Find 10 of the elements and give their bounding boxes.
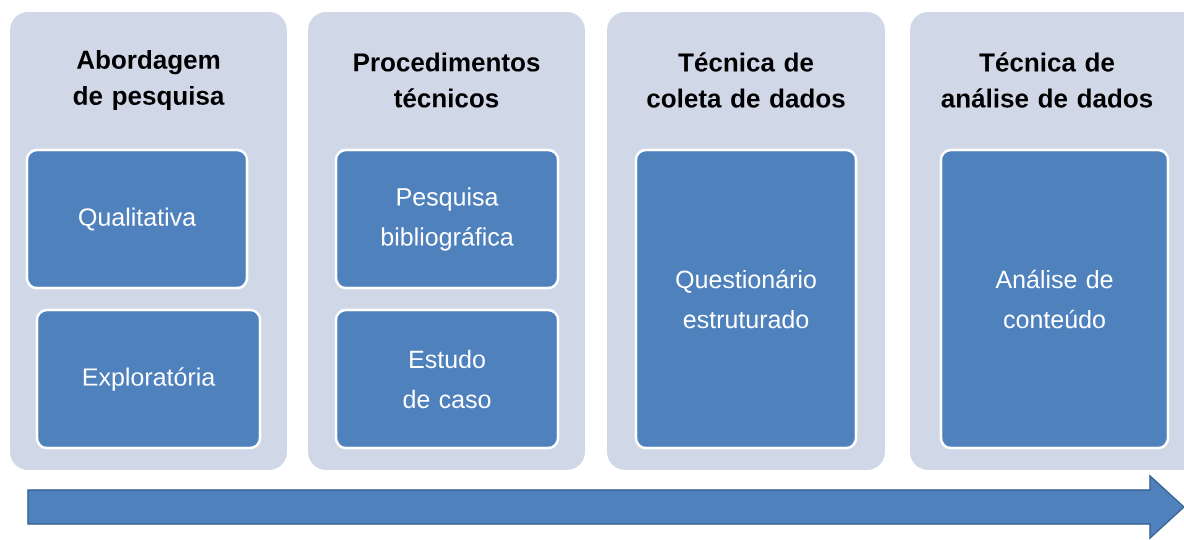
content-box: Pesquisa bibliográfica [334, 148, 560, 290]
content-box: Questionário estruturado [634, 148, 858, 450]
content-box: Estudo de caso [334, 308, 560, 450]
panel-heading: Técnica de coleta de dados [647, 52, 845, 108]
content-box: Qualitativa [25, 148, 249, 290]
panel-heading: Abordagem de pesquisa [73, 49, 225, 111]
panel-heading: Técnica de análise de dados [941, 52, 1153, 108]
content-box: Exploratória [35, 308, 262, 450]
content-box: Análise de conteúdo [939, 148, 1170, 450]
panel-heading: Procedimentos técnicos [354, 52, 540, 108]
